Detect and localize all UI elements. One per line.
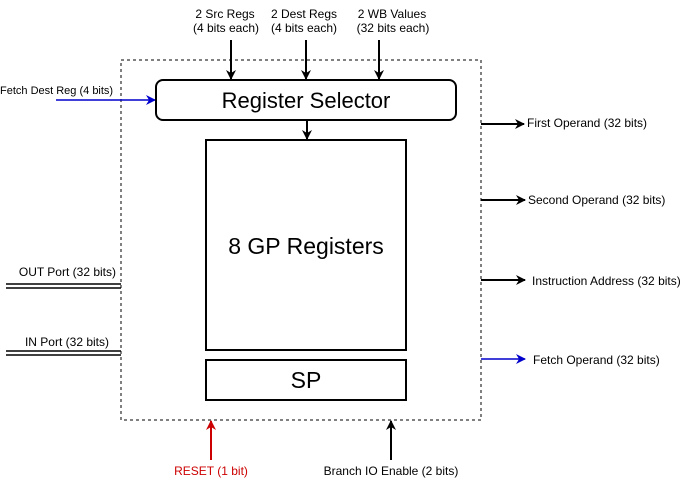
src-regs-label-line2: (4 bits each) — [193, 21, 259, 35]
register-selector-box — [155, 79, 457, 121]
in-port-label: IN Port (32 bits) — [25, 335, 109, 349]
sp-register-box — [205, 359, 407, 401]
dest-regs-label-line2: (4 bits each) — [271, 21, 337, 35]
src-regs-label-line1: 2 Src Regs — [195, 7, 254, 21]
register-selector-label: Register Selector — [222, 88, 391, 113]
second-operand-label: Second Operand (32 bits) — [528, 193, 665, 207]
gp-registers-box — [205, 139, 407, 351]
wb-values-label-line2: (32 bits each) — [357, 21, 430, 35]
dest-regs-label-line1: 2 Dest Regs — [271, 7, 337, 21]
fetch-operand-label: Fetch Operand (32 bits) — [533, 353, 660, 367]
gp-registers-label: 8 GP Registers — [228, 233, 384, 259]
first-operand-label: First Operand (32 bits) — [527, 116, 647, 130]
register-file-boundary — [120, 59, 482, 421]
fetch-dest-reg-label: Fetch Dest Reg (4 bits) — [0, 85, 113, 97]
out-port-label: OUT Port (32 bits) — [19, 265, 116, 279]
instruction-address-label: Instruction Address (32 bits) — [532, 274, 681, 288]
wb-values-label-line1: 2 WB Values — [358, 7, 426, 21]
branch-io-enable-label: Branch IO Enable (2 bits) — [324, 464, 459, 478]
sp-register-label: SP — [291, 367, 322, 393]
reset-label: RESET (1 bit) — [174, 464, 248, 478]
